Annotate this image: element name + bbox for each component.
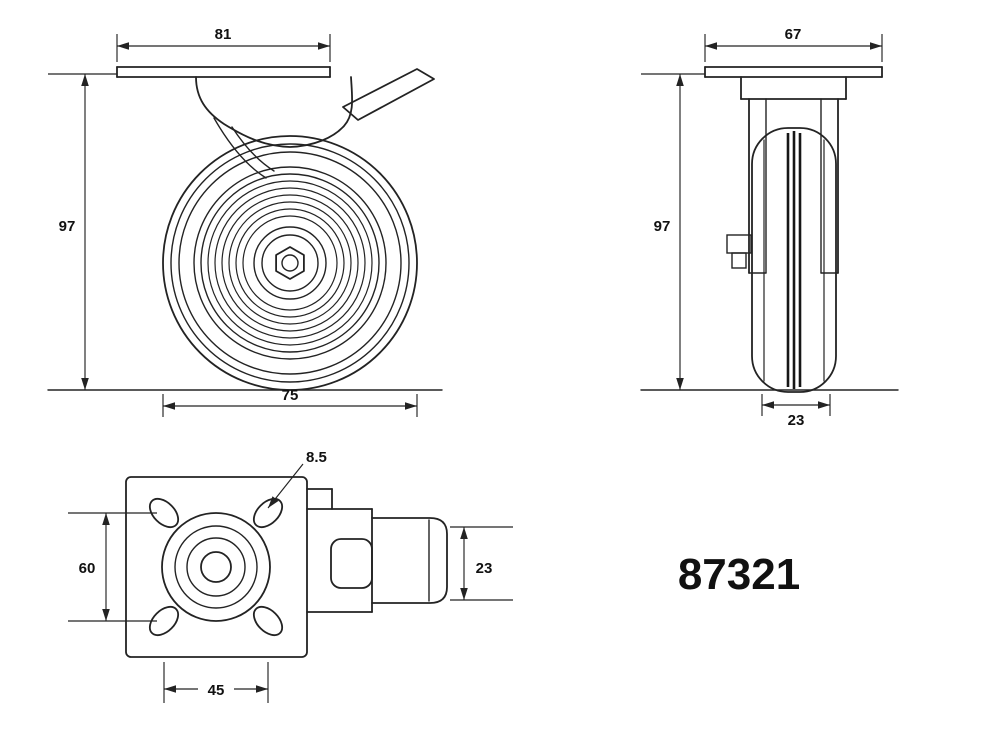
- dim-brake-bracket-width: 23: [476, 560, 493, 577]
- dim-hole-spacing-vertical: 60: [79, 560, 96, 577]
- part-number: 87321: [678, 550, 800, 599]
- brake-housing: [306, 488, 448, 613]
- swivel-block: [740, 76, 847, 100]
- wheel-circles: [162, 135, 418, 391]
- wheel-front: [751, 127, 837, 393]
- fork-leg-inner: [231, 126, 275, 172]
- dim-45: 45: [163, 662, 269, 703]
- dim-side-plate-width: 81: [215, 26, 232, 43]
- wheel-outer: [162, 135, 418, 391]
- swivel-bearing: [161, 512, 271, 622]
- dim-81: 81: [116, 26, 331, 62]
- wheel-front-outline: [751, 127, 837, 393]
- front-top-plate: [704, 66, 883, 78]
- dim-23-plate: 23: [450, 526, 513, 601]
- bolt-holes: [148, 497, 284, 637]
- dim-wheel-diameter: 75: [282, 387, 299, 404]
- axle-center: [281, 254, 299, 272]
- fork-leg-outer: [213, 117, 267, 179]
- axle-hex-nut: [275, 246, 305, 280]
- bolt-hole: [148, 605, 180, 637]
- dim-67: 67: [704, 26, 883, 62]
- dim-60: 60: [68, 512, 157, 622]
- bolt-hole: [252, 497, 284, 529]
- pedal-window: [330, 538, 373, 589]
- dim-23-front: 23: [761, 394, 831, 429]
- bolt-hole: [252, 605, 284, 637]
- dim-side-height: 97: [59, 218, 76, 235]
- plate-top-view: 8.5 60 45 23: [68, 449, 513, 703]
- dim-front-height: 97: [654, 218, 671, 235]
- dim-75: 75: [162, 387, 418, 417]
- dim-8-5: 8.5: [267, 449, 327, 509]
- bolt-hole: [148, 497, 180, 529]
- brake-pedal: [342, 68, 435, 121]
- front-view: 67 97 23: [640, 26, 899, 429]
- dim-97-side: 97: [48, 73, 117, 390]
- brake-pedal-top: [371, 517, 448, 604]
- brake-bolt: [726, 234, 752, 269]
- dim-hole-spacing-horizontal: 45: [208, 682, 225, 699]
- side-top-plate: [116, 66, 331, 78]
- dim-front-plate-width: 67: [785, 26, 802, 43]
- mounting-plate: [125, 476, 308, 658]
- dim-front-wheel-width: 23: [788, 412, 805, 429]
- swivel-dome: [195, 76, 354, 148]
- side-view: 81 97 75: [47, 26, 443, 417]
- dim-97-front: 97: [641, 73, 705, 390]
- dim-hole-diameter: 8.5: [306, 449, 327, 466]
